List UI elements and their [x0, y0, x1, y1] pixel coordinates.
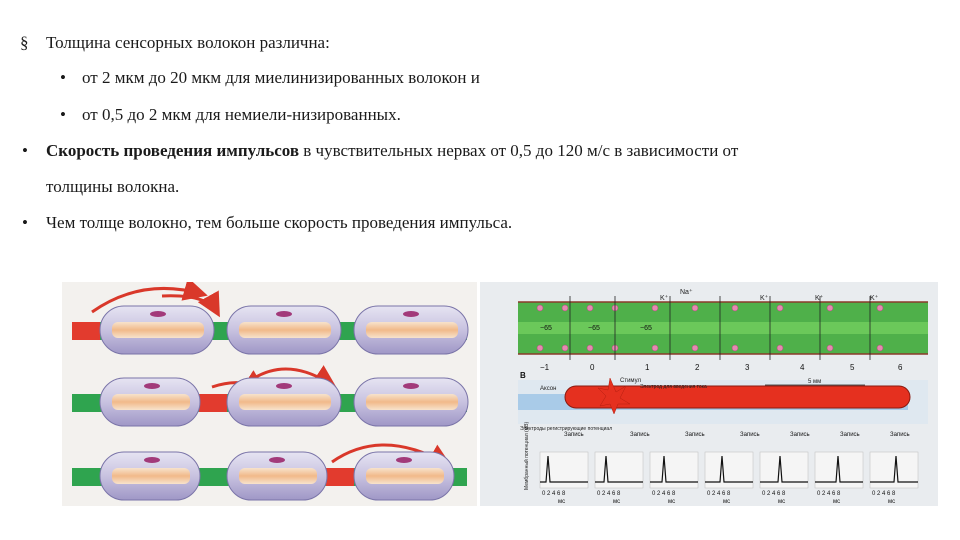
text-line-1: Толщина сенсорных волокон различна: — [46, 33, 330, 52]
square-bullet: § — [20, 33, 29, 52]
text-line-5: толщины волокна. — [46, 177, 180, 196]
axon — [564, 385, 911, 409]
ms-label: мс — [723, 499, 730, 505]
scale-tick: 6 — [898, 363, 903, 372]
ms-label: мс — [613, 499, 620, 505]
axon-label: Аксон — [540, 386, 556, 392]
dot-bullet: • — [22, 141, 28, 160]
tick-labels: 0 2 4 6 8 — [542, 491, 566, 497]
distance-label: 5 мм — [808, 379, 821, 385]
ms-label: мс — [558, 499, 565, 505]
potential-label: −65 — [540, 325, 552, 332]
record-label: Запись — [890, 432, 910, 438]
fiber-row-1 — [72, 277, 469, 355]
text-line-6: Чем толще волокно, тем больше скорость п… — [46, 213, 513, 232]
scale-tick: 1 — [645, 363, 650, 372]
bold-phrase: Скорость проведения импульсов — [46, 141, 300, 160]
scale-tick: 3 — [745, 363, 750, 372]
k-ion-label: K⁺ — [870, 294, 879, 302]
potential-label: −65 — [588, 325, 600, 332]
k-ion-label: K⁺ — [815, 294, 824, 302]
ms-label: мс — [833, 499, 840, 505]
fiber-row-3 — [72, 443, 467, 501]
tick-labels: 0 2 4 6 8 — [762, 491, 786, 497]
saltatory-conduction-figure — [62, 277, 477, 506]
ms-label: мс — [888, 499, 895, 505]
ms-label: мс — [778, 499, 785, 505]
position-scale: −1 0 1 2 3 4 5 6 — [540, 363, 903, 372]
scale-tick: −1 — [540, 363, 550, 372]
scale-tick: 5 — [850, 363, 855, 372]
k-ion-label: K⁺ — [660, 294, 669, 302]
text-line-3: от 0,5 до 2 мкм для немиели-низированных… — [82, 105, 401, 124]
recording-electrodes-label: Электроды регистрирующие потенциал — [520, 426, 612, 432]
fiber-row-2 — [72, 365, 469, 427]
tick-labels: 0 2 4 6 8 — [872, 491, 896, 497]
panel-label: В — [520, 371, 526, 380]
scale-tick: 0 — [590, 363, 595, 372]
potential-label: −65 — [640, 325, 652, 332]
record-label: Запись — [564, 432, 584, 438]
record-label: Запись — [740, 432, 760, 438]
scale-tick: 4 — [800, 363, 805, 372]
text-line-4: Скорость проведения импульсов в чувствит… — [46, 141, 738, 161]
tick-labels: 0 2 4 6 8 — [707, 491, 731, 497]
tick-labels: 0 2 4 6 8 — [597, 491, 621, 497]
dot-bullet: • — [60, 68, 66, 87]
membrane-potential-axis-label: Мембранный потенциал (мВ) — [523, 422, 530, 490]
stimulus-label: Стимул — [620, 378, 641, 384]
k-ion-label: K⁺ — [760, 294, 769, 302]
dot-bullet: • — [22, 213, 28, 232]
text-line-2: от 2 мкм до 20 мкм для миелинизированных… — [82, 68, 480, 87]
ms-label: мс — [668, 499, 675, 505]
record-label: Запись — [790, 432, 810, 438]
record-label: Запись — [840, 432, 860, 438]
saltatory-conduction-illustration — [72, 277, 469, 501]
text-line-4-rest: в чувствительных нервах от 0,5 до 120 м/… — [299, 141, 739, 160]
record-label: Запись — [630, 432, 650, 438]
axon-recording-illustration: Na⁺ K⁺ K⁺ K⁺ K⁺ −65 −65 −65 −1 0 1 2 3 4… — [518, 288, 928, 505]
scale-tick: 2 — [695, 363, 700, 372]
electrode-label: Электрод для введения тока — [640, 384, 707, 390]
record-label: Запись — [685, 432, 705, 438]
tick-labels: 0 2 4 6 8 — [652, 491, 676, 497]
stimulus-burst-icon — [597, 377, 631, 415]
na-ion-label: Na⁺ — [680, 288, 693, 296]
axon-recording-figure: Na⁺ K⁺ K⁺ K⁺ K⁺ −65 −65 −65 −1 0 1 2 3 4… — [480, 282, 938, 506]
dot-bullet: • — [60, 105, 66, 124]
recording-traces: 0 2 4 6 8 0 2 4 6 8 0 2 4 6 8 0 2 4 6 8 … — [539, 451, 919, 505]
tick-labels: 0 2 4 6 8 — [817, 491, 841, 497]
record-labels: Запись Запись Запись Запись Запись Запис… — [564, 432, 910, 438]
